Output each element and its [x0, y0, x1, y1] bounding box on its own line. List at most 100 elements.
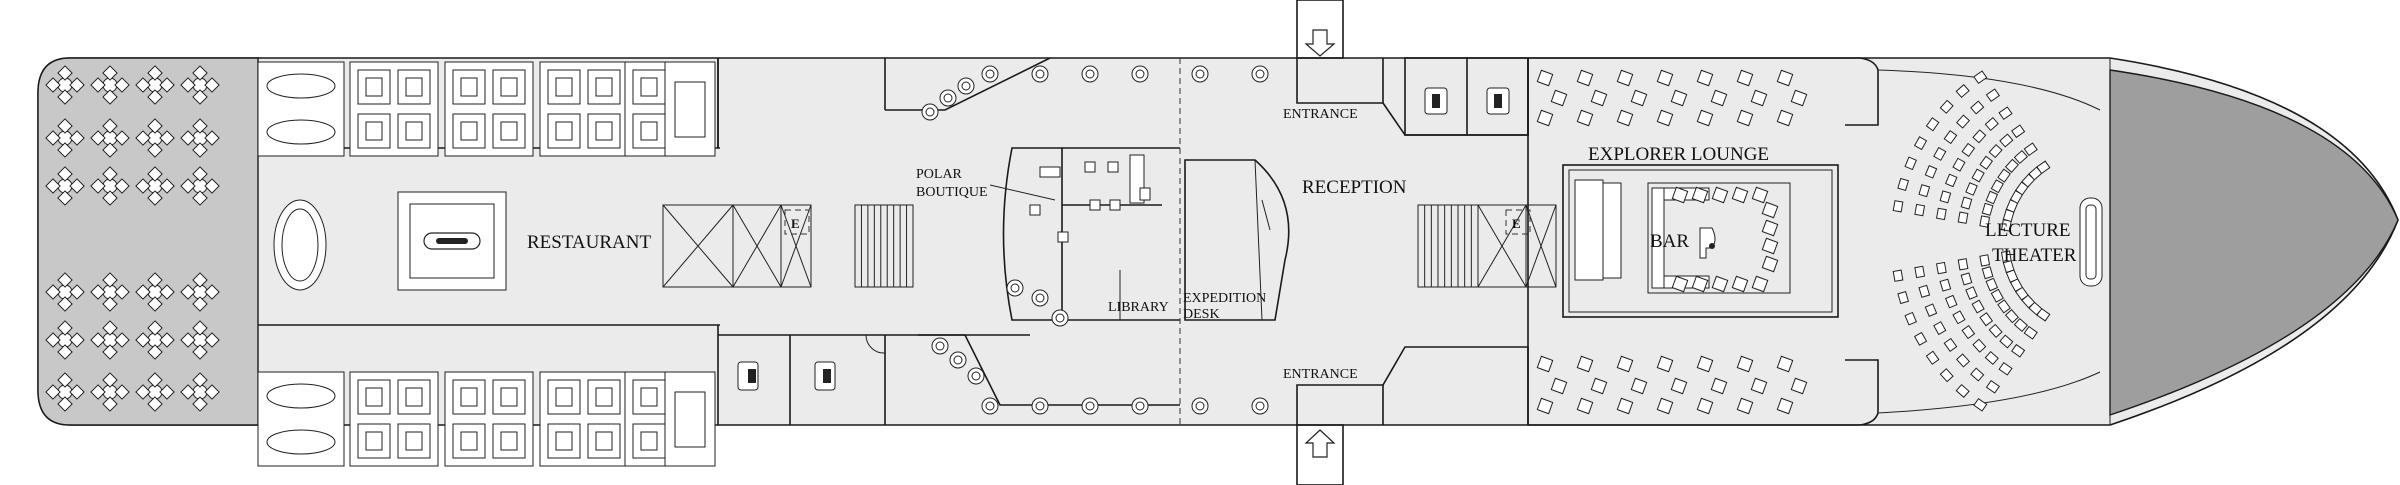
- theater-seat: [1944, 294, 1958, 309]
- theater-seat: [1999, 334, 2014, 349]
- armchair: [1031, 65, 1049, 83]
- theater-seat: [2023, 142, 2038, 157]
- theater-seat: [1985, 277, 1999, 292]
- armchair: [1251, 397, 1269, 415]
- dining-table: [257, 61, 345, 157]
- terrace-table-set: [180, 166, 220, 206]
- theater-seat: [1933, 146, 1947, 161]
- lounge-chair: [1576, 397, 1594, 415]
- terrace-table-set: [180, 272, 220, 312]
- service-core-aft: E: [662, 204, 914, 288]
- theater-seat: [1935, 261, 1947, 275]
- lounge-chair: [1761, 255, 1779, 273]
- elevator-icon-fwd: E: [1512, 216, 1521, 231]
- theater-seat: [1979, 215, 1991, 228]
- theater-seat: [2013, 150, 2028, 165]
- lounge-chair: [1536, 397, 1554, 415]
- piano-icon: [1699, 227, 1716, 259]
- theater-seat: [1960, 196, 1973, 210]
- terrace-table-set: [180, 65, 220, 105]
- lounge-chair: [1776, 109, 1794, 127]
- theater-seat: [1971, 299, 1985, 314]
- lounge-chair: [1711, 186, 1729, 204]
- theater-seat: [1979, 254, 1991, 267]
- lounge-chair: [1670, 89, 1688, 107]
- theater-seat: [1971, 168, 1985, 183]
- expedition-desk-label-2: DESK: [1183, 307, 1220, 322]
- terrace-table-set: [135, 65, 175, 105]
- lounge-seating: [1536, 69, 1808, 415]
- dining-table: [444, 371, 534, 467]
- lounge-chair: [1696, 69, 1714, 87]
- armchair: [939, 89, 957, 107]
- theater-seat: [1970, 100, 1985, 115]
- restroom-icon-aft: [748, 369, 831, 383]
- theater-seat: [1981, 266, 1994, 280]
- lounge-chair: [1576, 109, 1594, 127]
- lounge-chair: [1776, 355, 1794, 373]
- buffet-station: [397, 191, 507, 291]
- theater-seat: [1999, 133, 2014, 148]
- lounge-chair: [1761, 237, 1779, 255]
- theater-seat: [1939, 278, 1952, 292]
- theater-seat: [1918, 284, 1931, 298]
- theater-seat: [1965, 182, 1978, 196]
- theater-seat: [1939, 190, 1952, 204]
- lounge-chair: [1616, 69, 1634, 87]
- theater-seat: [1988, 143, 2003, 159]
- polar-boutique-label: POLAR: [916, 167, 963, 182]
- theater-seat: [1913, 331, 1928, 346]
- theater-seat: [1998, 106, 2013, 121]
- lounge-chair: [1711, 275, 1729, 293]
- lounge-chair: [1590, 377, 1608, 395]
- theater-seat: [1984, 117, 1999, 132]
- lounge-chair: [1536, 69, 1554, 87]
- theater-seat: [1997, 168, 2011, 183]
- terrace-table-set: [135, 272, 175, 312]
- theater-seat: [1972, 129, 1987, 144]
- theater-seat: [1924, 303, 1938, 317]
- terrace-table-set: [180, 320, 220, 360]
- terrace-table-set: [45, 372, 85, 412]
- lounge-chair: [1736, 109, 1754, 127]
- lounge-chair: [1736, 69, 1754, 87]
- theater-seat: [1952, 157, 1966, 172]
- lounge-chair: [1630, 377, 1648, 395]
- expedition-desk-label: EXPEDITION: [1183, 291, 1266, 306]
- lecture-theater-label: LECTURE: [1985, 220, 2071, 241]
- restaurant-label: RESTAURANT: [527, 232, 651, 253]
- armchair: [1031, 289, 1049, 307]
- theater-seat: [1918, 184, 1931, 198]
- armchair: [1191, 65, 1209, 83]
- lounge-chair: [1671, 186, 1689, 204]
- theater-seat: [1924, 165, 1938, 179]
- lounge-chair: [1710, 89, 1728, 107]
- theater-seat: [1961, 142, 1976, 158]
- restaurant-tables: [257, 61, 716, 467]
- theater-seat: [1925, 350, 1940, 365]
- theater-seat: [1985, 88, 2000, 103]
- up-arrow-icon: [1304, 429, 1336, 458]
- terrace-table-set: [90, 166, 130, 206]
- theater-seat: [1892, 269, 1904, 282]
- terrace-table-set: [180, 372, 220, 412]
- lounge-chair: [1736, 355, 1754, 373]
- lounge-chair: [1790, 89, 1808, 107]
- lounge-chair: [1750, 89, 1768, 107]
- theater-seat: [1979, 312, 1994, 327]
- lecture-theater: [1877, 69, 2103, 414]
- theater-seat: [1957, 258, 1969, 271]
- lounge-chair: [1731, 186, 1749, 204]
- armchair: [1031, 397, 1049, 415]
- theater-seat: [1988, 323, 2003, 339]
- theater-seat: [1939, 368, 1954, 383]
- terrace-table-set: [45, 166, 85, 206]
- theater-seat: [1952, 310, 1966, 325]
- lounge-chair: [1536, 355, 1554, 373]
- restroom-icon: [1404, 57, 1529, 136]
- dining-table: [349, 61, 439, 157]
- armchair: [981, 65, 999, 83]
- armchair: [1051, 309, 1069, 327]
- lecture-theater-label-2: THEATER: [1992, 245, 2077, 266]
- lounge-chair: [1750, 377, 1768, 395]
